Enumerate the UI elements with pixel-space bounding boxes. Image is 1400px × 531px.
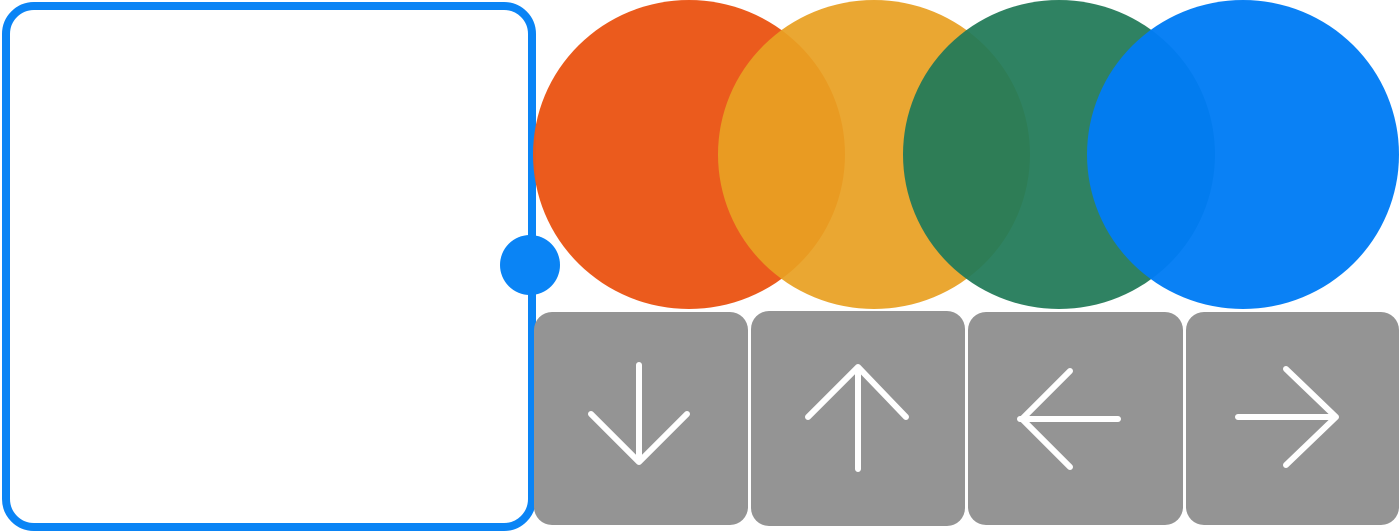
arrow-up-button[interactable] <box>751 311 965 526</box>
color-swatch-blue[interactable] <box>1087 0 1399 309</box>
canvas-panel[interactable] <box>2 2 536 531</box>
resize-handle[interactable] <box>500 235 560 295</box>
arrow-right-button[interactable] <box>1186 312 1399 525</box>
arrow-left-icon <box>1016 367 1121 470</box>
arrow-right-icon <box>1234 365 1339 468</box>
arrow-up-icon <box>805 363 909 472</box>
arrow-down-icon <box>588 361 690 465</box>
arrow-down-button[interactable] <box>534 312 748 525</box>
arrow-left-button[interactable] <box>968 312 1183 525</box>
